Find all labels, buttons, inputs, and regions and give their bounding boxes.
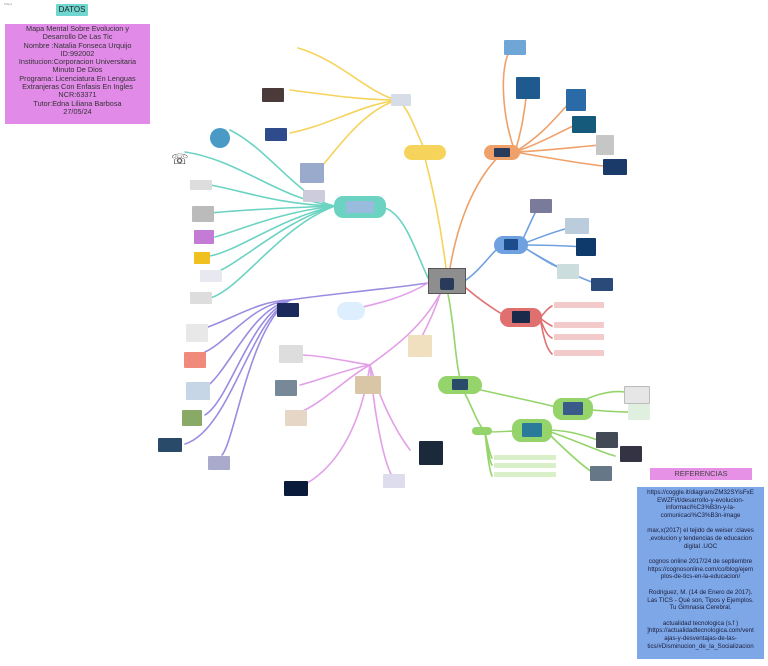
image-thumbnail <box>516 77 540 99</box>
reference-line: Tu Gimnasia Cerebral. <box>669 604 732 612</box>
image-thumbnail <box>596 432 618 448</box>
reference-line: Rodriguez, M. (14 de Enero de 2017). <box>648 588 753 596</box>
image-thumbnail <box>596 135 614 155</box>
image-thumbnail <box>285 410 307 426</box>
reference-line: EWZFi/t/desarrollo-y-evolucion- <box>657 496 744 504</box>
reference-line: informaci%C3%B3n-y-la- <box>665 504 736 512</box>
text-snippet <box>554 350 604 356</box>
datos-box: Mapa Mental Sobre Evolucion y Desarrollo… <box>5 24 150 124</box>
reference-line: Las TICS - Qué son, Tipos y Ejemplos. <box>647 596 754 604</box>
header-note: Mapa <box>4 2 13 6</box>
text-snippet <box>554 322 604 328</box>
reference-line: ajas-y-desventajas-de-las- <box>664 634 737 642</box>
image-thumbnail <box>192 206 214 222</box>
reference-line: tics/#Disminucion_de_la_Socializacion <box>647 642 754 650</box>
image-thumbnail <box>628 404 650 420</box>
image-thumbnail <box>194 252 210 264</box>
reference-line: plos-de-tics-en-la-educacion/ <box>660 573 741 581</box>
image-thumbnail <box>355 376 381 394</box>
image-thumbnail <box>591 278 613 291</box>
datos-line: Desarrollo De Las Tic <box>42 32 113 42</box>
image-thumbnail <box>337 302 365 320</box>
image-thumbnail <box>576 238 596 256</box>
datos-line: Nombre :Natalia Fonseca Urquijo <box>23 40 132 50</box>
image-thumbnail <box>277 303 299 317</box>
phone-icon: ☏ <box>171 151 189 167</box>
image-thumbnail <box>504 40 526 55</box>
reference-line: max,x(2017) el tejido de weiser :claves <box>647 527 754 535</box>
image-thumbnail <box>300 163 324 183</box>
image-thumbnail <box>279 345 303 363</box>
image-thumbnail <box>419 441 443 465</box>
image-thumbnail <box>208 456 230 470</box>
central-topic-image <box>440 278 454 290</box>
reference-line: ]https://actualidadtecnologica.com/vent <box>647 627 754 635</box>
reference-line: cognos online 2017/24 de septiembre <box>648 558 753 566</box>
image-thumbnail <box>303 190 325 202</box>
image-thumbnail <box>190 292 212 304</box>
branch-node-orange[interactable] <box>484 145 520 160</box>
image-thumbnail <box>184 352 206 368</box>
reference-line: comunicaci%C3%B3n-image <box>660 511 741 519</box>
datos-line: Programa: Licenciatura En Lenguas <box>19 73 136 83</box>
datos-tag: DATOS <box>56 4 88 16</box>
datos-line: Extranjeras Con Enfasis En Ingles <box>22 82 133 92</box>
image-thumbnail <box>182 410 202 426</box>
image-thumbnail <box>530 199 552 213</box>
datos-line: Tutor:Edna Liliana Barbosa <box>33 98 122 108</box>
reference-line: actualidad tecnologica (s.f ) <box>662 619 739 627</box>
image-thumbnail <box>557 264 579 279</box>
image-thumbnail <box>275 380 297 396</box>
datos-line: Minuto De Dios <box>52 65 103 75</box>
subbranch-node-green-c[interactable] <box>472 427 492 435</box>
image-thumbnail <box>158 438 182 452</box>
branch-node-green[interactable] <box>438 376 482 394</box>
image-thumbnail <box>383 474 405 488</box>
reference-line: https://cognosonline.com/co/blog/ejem <box>647 565 754 573</box>
image-thumbnail <box>566 89 586 111</box>
image-thumbnail <box>408 335 432 357</box>
referencias-tag: REFERENCIAS <box>650 468 752 480</box>
image-thumbnail <box>284 481 308 496</box>
image-thumbnail <box>186 382 210 400</box>
reference-line: ,evolucion y tendencias de educacion <box>649 534 752 542</box>
branch-node-teal[interactable] <box>334 196 386 218</box>
subbranch-node-green-b[interactable] <box>512 419 552 442</box>
image-thumbnail <box>265 128 287 141</box>
image-thumbnail <box>572 116 596 133</box>
text-snippet <box>494 455 556 460</box>
image-thumbnail <box>624 386 650 404</box>
datos-line: NCR:63371 <box>58 90 97 100</box>
image-thumbnail <box>186 324 208 342</box>
datos-line: Mapa Mental Sobre Evolucion y <box>25 24 130 33</box>
text-snippet <box>554 334 604 340</box>
image-thumbnail <box>565 218 589 234</box>
image-thumbnail <box>262 88 284 102</box>
image-thumbnail <box>210 128 230 148</box>
branch-node-yellow[interactable] <box>404 145 446 160</box>
referencias-box: https://coggle.it/diagram/ZM32SYisFxE EW… <box>637 487 764 659</box>
image-thumbnail <box>200 270 222 282</box>
image-thumbnail <box>603 159 627 175</box>
reference-line: https://coggle.it/diagram/ZM32SYisFxE <box>647 489 754 496</box>
branch-node-blue[interactable] <box>494 236 528 254</box>
text-snippet <box>494 472 556 477</box>
image-thumbnail <box>391 94 411 106</box>
reference-line: digital .UOC <box>683 542 718 550</box>
subbranch-node-green-a[interactable] <box>553 398 593 420</box>
image-thumbnail <box>190 180 212 190</box>
image-thumbnail <box>194 230 214 244</box>
text-snippet <box>554 302 604 308</box>
image-thumbnail <box>620 446 642 462</box>
datos-line: 27/05/24 <box>63 106 92 116</box>
central-topic-node[interactable] <box>428 268 466 294</box>
datos-line: ID:992002 <box>60 48 95 58</box>
image-thumbnail <box>590 466 612 481</box>
branch-node-red[interactable] <box>500 308 542 327</box>
text-snippet <box>494 463 556 468</box>
datos-line: Institucion:Corporacion Universitaria <box>18 57 137 67</box>
